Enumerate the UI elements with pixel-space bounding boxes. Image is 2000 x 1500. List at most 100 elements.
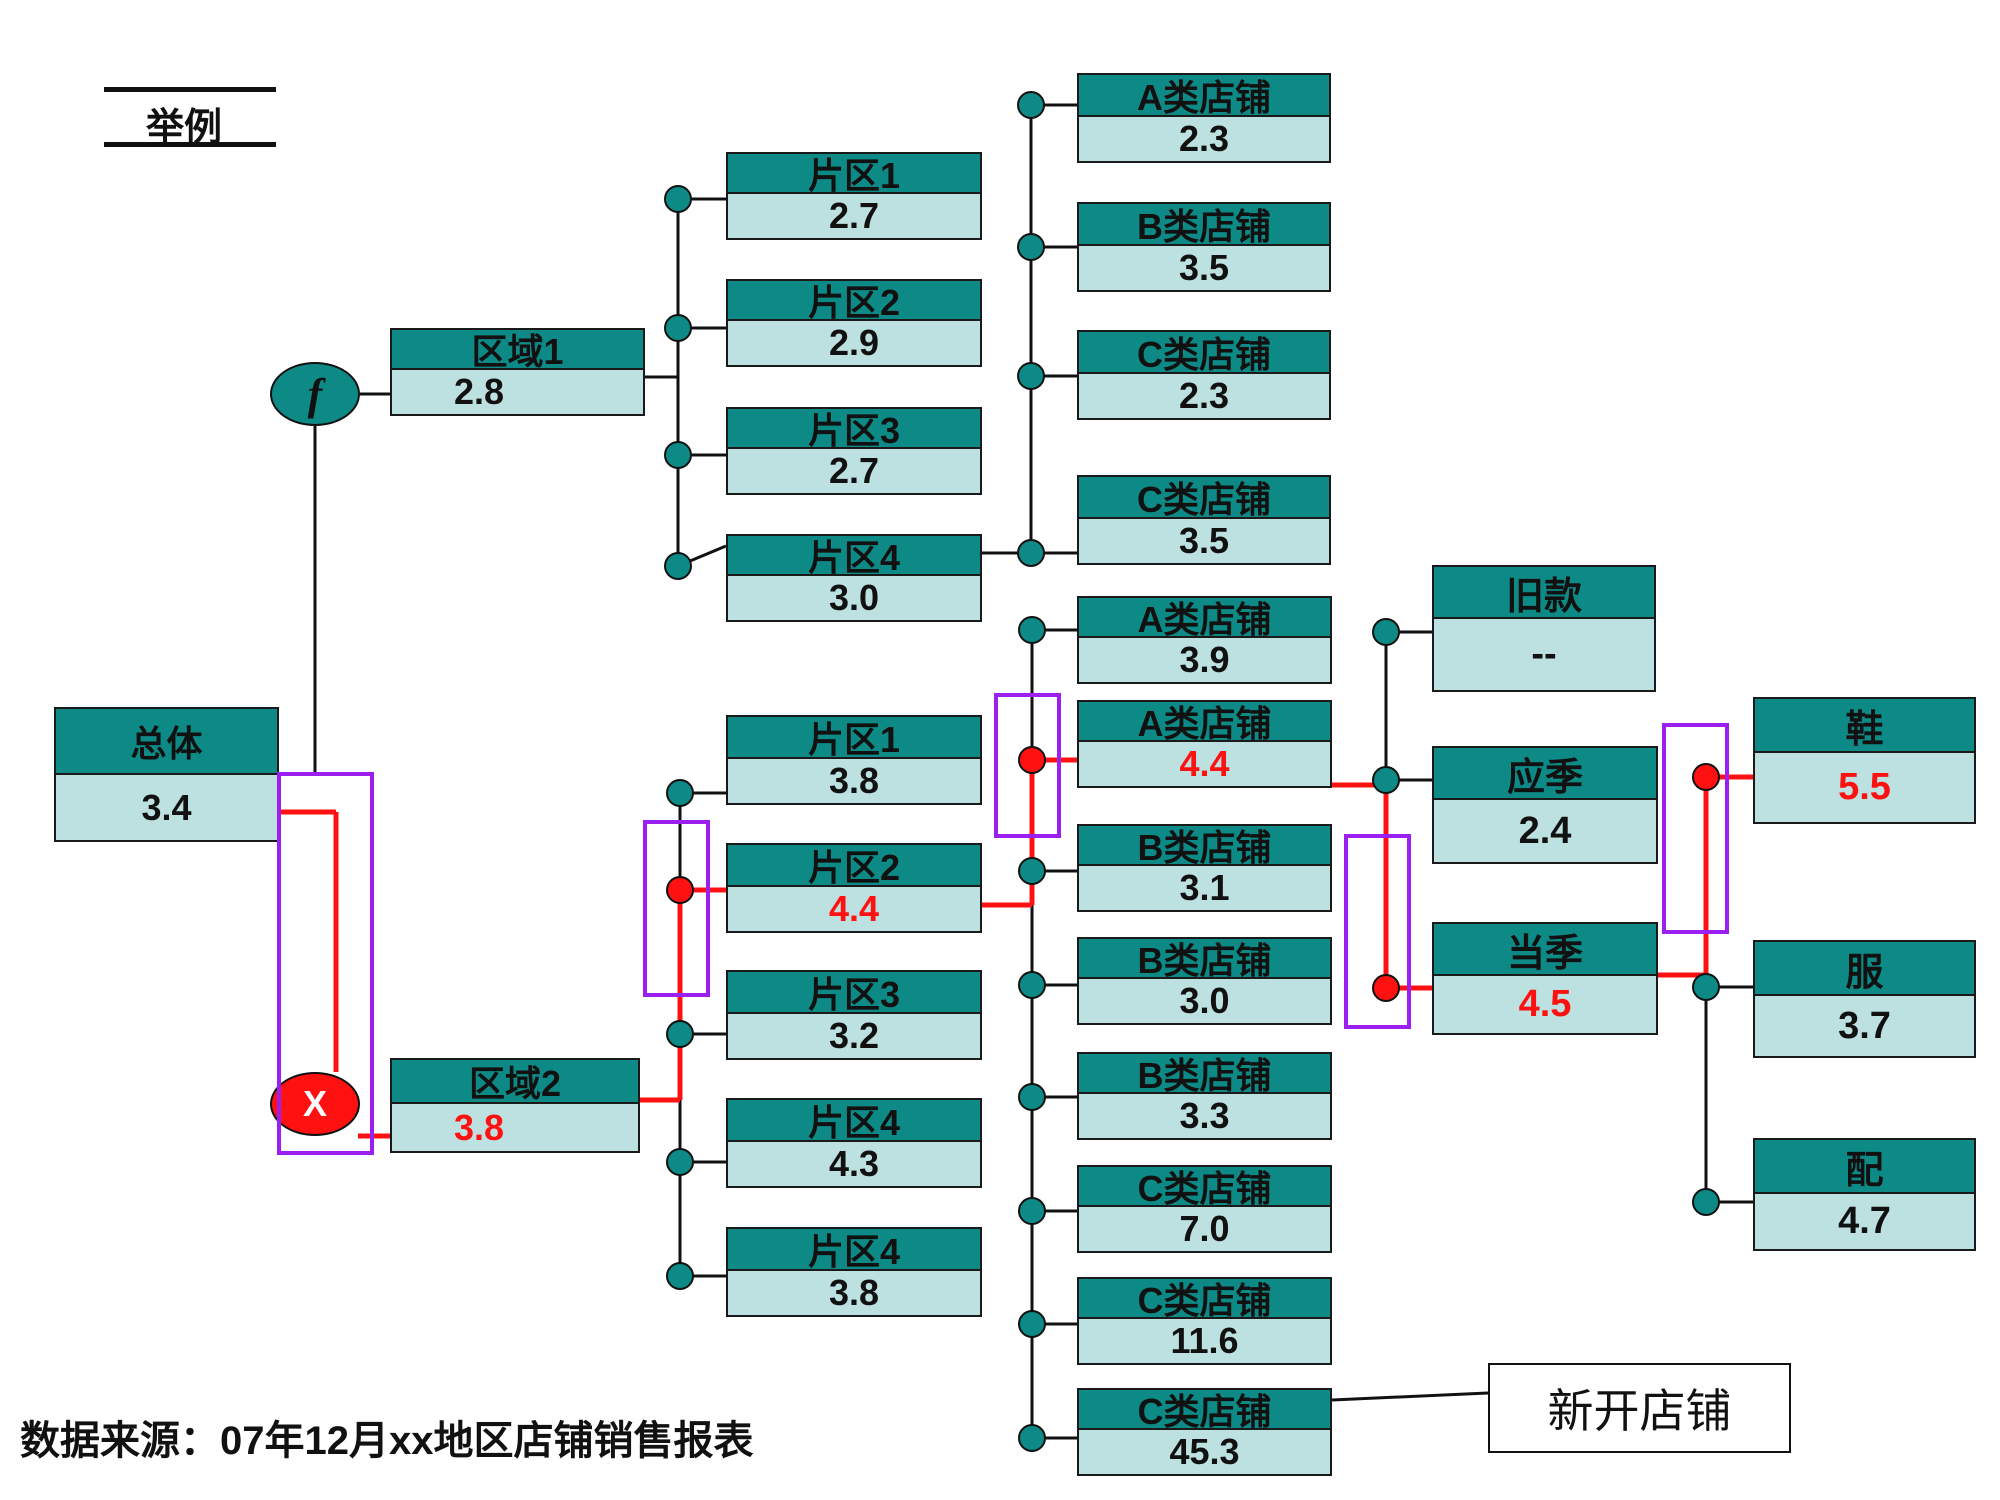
node-total-title: 总体 — [56, 709, 277, 775]
focus-frame-shoes — [1662, 723, 1729, 934]
node-r2-zone-4-title: 片区4 — [728, 1100, 980, 1142]
junction-dot — [1018, 971, 1046, 999]
junction-dot — [1692, 763, 1720, 791]
node-r1-store-4-title: C类店铺 — [1079, 477, 1329, 519]
node-r2-zone-5-value: 3.8 — [828, 1272, 880, 1313]
new-store-callout: 新开店铺 — [1488, 1363, 1791, 1453]
legend-top-rule — [104, 87, 276, 92]
node-r1-zone-2-value: 2.9 — [828, 322, 880, 363]
node-season-3-value: 4.5 — [1518, 983, 1572, 1025]
node-r2-zone-1-title: 片区1 — [728, 717, 980, 759]
node-category-2: 服 3.7 — [1753, 940, 1976, 1058]
function-symbol: f — [307, 369, 323, 419]
node-region-1-title: 区域1 — [392, 330, 643, 370]
focus-frame-current-season — [1344, 834, 1411, 1029]
junction-dot — [664, 552, 692, 580]
node-r2-zone-4-value: 4.3 — [828, 1143, 880, 1184]
node-r2-store-2-value: 4.4 — [1179, 743, 1230, 784]
node-r2-store-1-value: 3.9 — [1179, 639, 1230, 680]
node-r2-store-8-title: C类店铺 — [1079, 1390, 1330, 1430]
node-region-2-value: 3.8 — [454, 1106, 505, 1148]
focus-frame-zone2 — [643, 820, 710, 997]
junction-dot — [1018, 1197, 1046, 1225]
junction-dot — [1018, 1424, 1046, 1452]
node-r1-store-2-title: B类店铺 — [1079, 204, 1329, 246]
junction-dot — [666, 1262, 694, 1290]
node-r2-store-4-value: 3.0 — [1179, 980, 1230, 1021]
junction-dot — [666, 876, 694, 904]
node-region-1: 区域1 2.8 — [390, 328, 645, 416]
node-season-1: 旧款 -- — [1432, 565, 1656, 692]
node-r2-store-7-value: 11.6 — [1170, 1320, 1239, 1361]
node-r2-zone-2-value: 4.4 — [828, 888, 880, 929]
junction-dot — [1017, 539, 1045, 567]
node-r2-store-4-title: B类店铺 — [1079, 939, 1330, 979]
focus-frame-store-a — [994, 693, 1061, 838]
node-season-1-title: 旧款 — [1434, 567, 1654, 619]
node-season-2-title: 应季 — [1434, 748, 1656, 800]
node-season-1-value: -- — [1531, 633, 1557, 675]
node-r1-zone-1-value: 2.7 — [828, 195, 880, 236]
junction-dot — [1692, 973, 1720, 1001]
node-r1-store-2-value: 3.5 — [1178, 247, 1230, 288]
junction-dot — [1018, 857, 1046, 885]
node-r1-store-3-title: C类店铺 — [1079, 332, 1329, 374]
junction-dot — [664, 441, 692, 469]
junction-dot — [666, 779, 694, 807]
node-r2-store-6-value: 7.0 — [1179, 1208, 1230, 1249]
junction-dot — [664, 314, 692, 342]
node-r2-store-5-value: 3.3 — [1179, 1095, 1230, 1136]
node-r1-zone-4-title: 片区4 — [728, 536, 980, 576]
legend-bottom-rule — [104, 142, 276, 147]
junction-dot — [1017, 233, 1045, 261]
node-r2-zone-2-title: 片区2 — [728, 845, 980, 887]
node-r2-store-6-title: C类店铺 — [1079, 1167, 1330, 1207]
node-season-3-title: 当季 — [1434, 924, 1656, 976]
node-r2-store-7-title: C类店铺 — [1079, 1279, 1330, 1319]
multiply-symbol: X — [302, 1083, 327, 1124]
node-r1-zone-1-title: 片区1 — [728, 154, 980, 194]
node-season-3: 当季 4.5 — [1432, 922, 1658, 1035]
junction-dot — [1692, 1188, 1720, 1216]
node-region-1-value: 2.8 — [454, 371, 505, 412]
node-r1-zone-4-value: 3.0 — [828, 577, 880, 618]
junction-dot — [666, 1020, 694, 1048]
source-note: 数据来源：07年12月xx地区店铺销售报表 — [20, 1419, 754, 1463]
junction-dot — [1017, 362, 1045, 390]
node-r1-store-1-title: A类店铺 — [1079, 75, 1329, 117]
function-operator-node: f — [270, 362, 360, 426]
junction-dot — [666, 1148, 694, 1176]
junction-dot — [1018, 746, 1046, 774]
new-store-callout-label: 新开店铺 — [1547, 1385, 1732, 1437]
node-category-2-title: 服 — [1755, 942, 1974, 996]
node-category-2-value: 3.7 — [1838, 1004, 1891, 1047]
node-region-2: 区域2 3.8 — [390, 1058, 640, 1153]
node-total: 总体 3.4 — [54, 707, 279, 842]
junction-dot — [1018, 1083, 1046, 1111]
node-r1-zone-3-value: 2.7 — [828, 450, 880, 491]
node-r1-store-3-value: 2.3 — [1178, 375, 1230, 416]
node-category-3-title: 配 — [1755, 1140, 1974, 1194]
node-r2-zone-3-value: 3.2 — [828, 1015, 880, 1056]
junction-dot — [1017, 91, 1045, 119]
node-r2-zone-5-title: 片区4 — [728, 1229, 980, 1271]
